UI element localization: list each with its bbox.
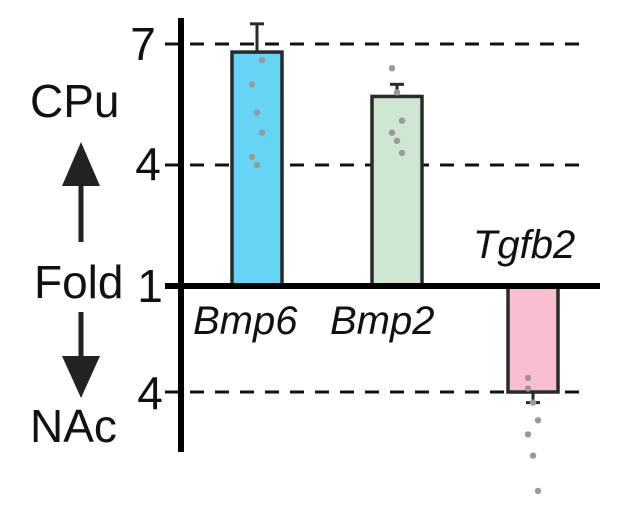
data-dot-bmp2 [393, 89, 401, 96]
bar-bmp2 [370, 94, 424, 288]
tick-label-1: 1 [137, 260, 163, 312]
data-dot-bmp2 [388, 65, 396, 72]
down-arrow-icon [62, 312, 100, 398]
tick-label-7: 7 [130, 18, 156, 70]
data-dot-bmp6 [258, 129, 266, 136]
category-label-tgfb2: Tgfb2 [473, 223, 575, 267]
data-dot-tgfb2 [524, 431, 532, 438]
data-dot-tgfb2 [534, 487, 542, 495]
tick-label-4-upper: 4 [135, 138, 161, 190]
data-dot-bmp6 [253, 109, 261, 116]
data-dot-bmp2 [398, 117, 406, 124]
data-dot-bmp2 [388, 129, 396, 136]
category-label-bmp2: Bmp2 [330, 299, 435, 343]
data-dot-bmp6 [248, 81, 256, 88]
data-dot-tgfb2 [524, 385, 532, 392]
tick-label-4-lower: 4 [137, 367, 163, 419]
data-dot-tgfb2 [529, 399, 537, 406]
category-label-bmp6: Bmp6 [193, 299, 298, 343]
y-label-cpu: CPu [30, 75, 119, 127]
data-dot-bmp2 [398, 149, 406, 157]
data-dot-bmp2 [393, 137, 401, 144]
bars-group [230, 22, 560, 495]
data-dot-bmp6 [253, 161, 261, 169]
data-dot-tgfb2 [524, 374, 532, 382]
bar-tgfb2 [506, 284, 560, 394]
bar-bmp6 [230, 50, 284, 288]
data-dot-tgfb2 [534, 417, 542, 424]
up-arrow-icon [62, 142, 100, 242]
y-label-fold: Fold [34, 256, 123, 308]
data-dot-bmp6 [258, 56, 266, 64]
data-dot-bmp6 [248, 153, 256, 161]
y-label-nac: NAc [30, 400, 117, 452]
data-dot-tgfb2 [529, 452, 537, 459]
